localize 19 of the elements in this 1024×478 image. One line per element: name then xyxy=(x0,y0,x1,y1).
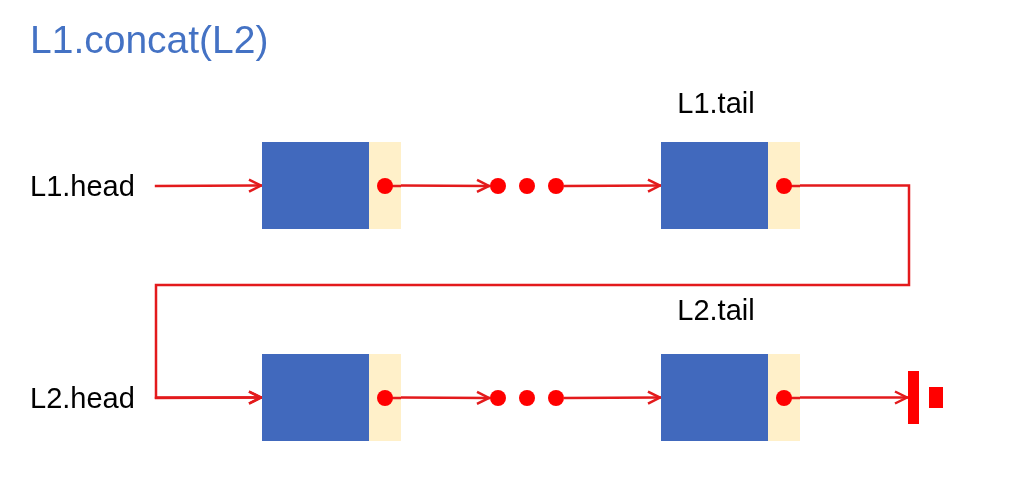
linked-list-node xyxy=(262,142,401,229)
list-pointer-label: L2.head xyxy=(30,381,135,415)
node-label: L2.tail xyxy=(677,293,755,327)
node-label: L1.tail xyxy=(677,86,755,120)
arrow xyxy=(800,390,909,405)
list-pointer-label: L1.head xyxy=(30,169,135,203)
arrow xyxy=(564,178,662,193)
arrow xyxy=(154,390,263,405)
linked-list-node xyxy=(661,142,800,229)
null-terminator-symbol xyxy=(908,371,943,424)
arrow xyxy=(154,178,263,193)
ellipsis-dots xyxy=(490,390,564,406)
linked-list-node xyxy=(661,354,800,441)
arrow xyxy=(564,390,662,405)
title: L1.concat(L2) xyxy=(30,17,269,63)
arrow xyxy=(401,390,491,406)
arrow xyxy=(401,178,491,194)
ellipsis-dots xyxy=(490,178,564,194)
linked-list-node xyxy=(262,354,401,441)
